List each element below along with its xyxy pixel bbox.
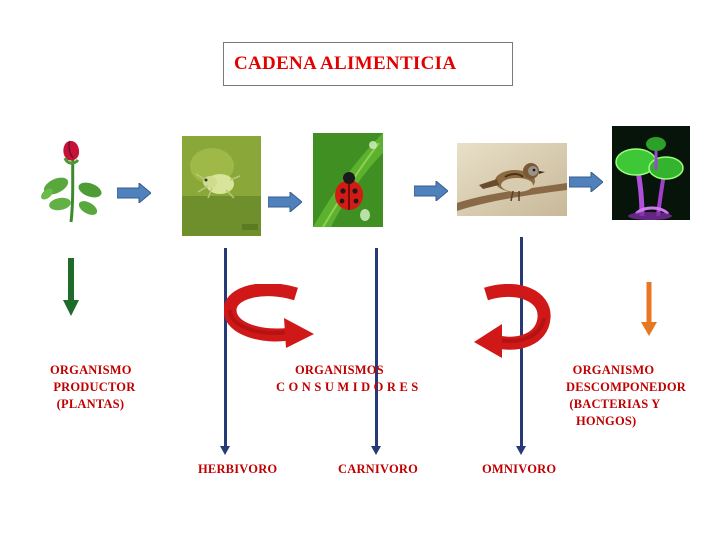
glowing-mushroom-icon — [612, 126, 690, 220]
flow-arrow-1 — [117, 183, 151, 203]
carnivore-arrowhead — [371, 446, 381, 455]
cycle-arrow-right — [470, 284, 554, 369]
consumers-label-subtitle: C O N S U M I D O R E S — [276, 380, 419, 394]
decomposer-label: ORGANISMO DESCOMPONEDOR (BACTERIAS Y HON… — [566, 363, 686, 428]
flow-arrow-3 — [414, 181, 448, 201]
producer-down-arrow — [63, 258, 79, 316]
consumers-label-title: ORGANISMOS — [295, 363, 384, 377]
flow-arrow-4 — [569, 172, 603, 192]
flow-arrow-2 — [268, 192, 302, 212]
title-box: CADENA ALIMENTICIA — [223, 42, 513, 86]
rose-icon — [32, 138, 108, 224]
omnivore-arrowhead — [516, 446, 526, 455]
carnivore-label: CARNIVORO — [338, 462, 419, 476]
herbivore-arrowhead — [220, 446, 230, 455]
omnivore-label: OMNIVORO — [482, 462, 557, 476]
aphid-icon — [182, 136, 261, 236]
herbivore-line — [224, 248, 227, 448]
decomposer-down-arrow — [641, 282, 657, 336]
carnivore-line — [375, 248, 378, 448]
ladybug-icon — [313, 133, 383, 227]
cycle-arrow-left — [223, 283, 320, 357]
herbivore-label: HERBIVORO — [198, 462, 278, 476]
sparrow-icon — [457, 143, 567, 216]
producer-label: ORGANISMO PRODUCTOR (PLANTAS) — [50, 363, 136, 411]
page-title: CADENA ALIMENTICIA — [234, 53, 457, 74]
